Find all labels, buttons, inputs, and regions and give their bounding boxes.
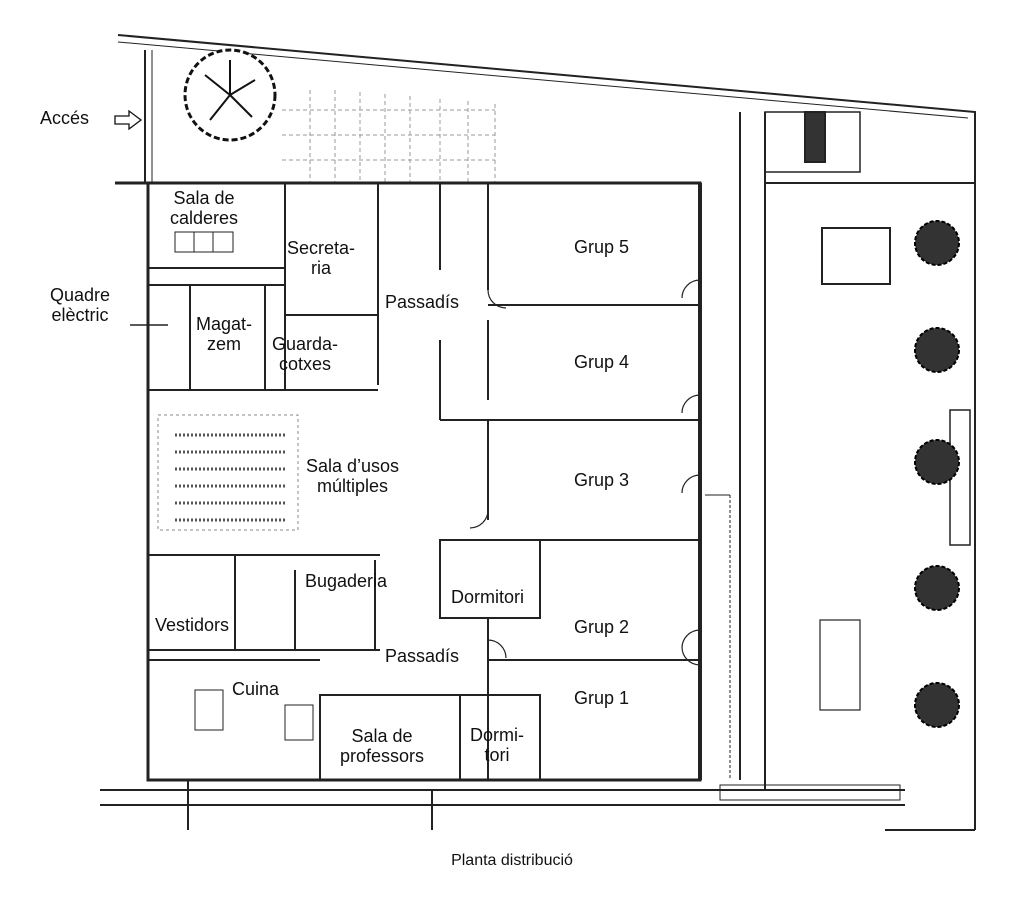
label-cuina: Cuina (232, 679, 280, 699)
label-vestidors: Vestidors (155, 615, 230, 635)
tree-icon (183, 48, 277, 142)
label-sala-professors: Sala de professors (340, 726, 425, 766)
label-dormitori-2: Dormi- tori (470, 725, 524, 765)
tree-row (914, 220, 960, 728)
label-guardacotxes: Guarda- cotxes (272, 334, 339, 374)
label-quadre-electric: Quadre elèctric (50, 285, 111, 325)
site-boundary-top (117, 34, 976, 830)
label-secretaria: Secreta- ria (287, 238, 356, 278)
access-arrow-icon (114, 109, 143, 131)
label-grup4: Grup 4 (574, 352, 630, 372)
label-sala-usos-multiples: Sala d’usos múltiples (306, 456, 400, 496)
label-bugaderia: Bugaderia (305, 571, 388, 591)
label-grup1: Grup 1 (574, 688, 630, 708)
label-grup3: Grup 3 (574, 470, 630, 490)
label-acces: Accés (40, 108, 90, 128)
label-passadis-bottom: Passadís (385, 646, 460, 666)
paving-grid (282, 90, 496, 183)
label-grup2: Grup 2 (574, 617, 630, 637)
label-dormitori-1: Dormitori (451, 587, 525, 607)
label-magatzem: Magat- zem (196, 314, 253, 354)
plan-caption: Planta distribució (451, 852, 573, 869)
label-sala-calderes: Sala de calderes (170, 188, 239, 228)
label-passadis-top: Passadís (385, 292, 460, 312)
seating-area (157, 414, 299, 531)
label-grup5: Grup 5 (574, 237, 630, 257)
